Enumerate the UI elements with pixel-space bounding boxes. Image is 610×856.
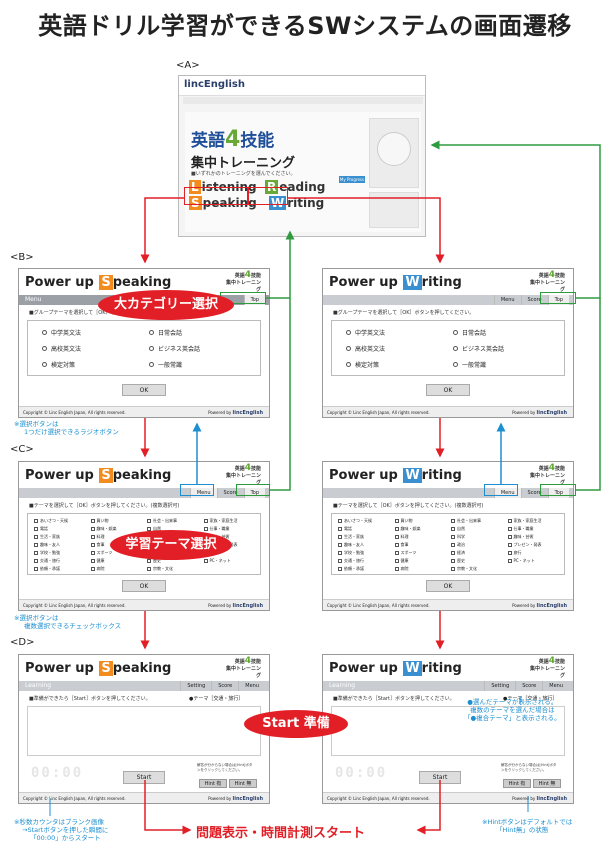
arrow-c-top-back-left (270, 298, 290, 490)
arrow-top-back-right (432, 145, 600, 298)
label-big-category: 大カテゴリー選択 (98, 290, 234, 320)
note-counter: ※秒数カウンタはブランク画像→Startボタンを押した瞬間に「00:00」からス… (14, 818, 108, 842)
label-theme-select: 学習テーマ選択 (110, 530, 232, 560)
note-radio: ※選択ボタンは1つだけ選択できるラジオボタン (14, 420, 119, 436)
arrow-top-back-left (266, 232, 290, 298)
arrow-a-to-b-writing (288, 198, 440, 262)
note-theme: ●選んだテーマが表示される。複数のテーマを選んだ場合は「●複合テーマ」と表示され… (464, 698, 561, 722)
arrow-start-right (418, 780, 440, 830)
label-start-prep: Start 準備 (244, 710, 348, 738)
note-check: ※選択ボタンは複数選択できるチェックボックス (14, 614, 121, 630)
arrow-start-left (145, 780, 190, 830)
arrow-a-to-b-speaking (145, 198, 184, 262)
arrow-c-top-back-right (576, 298, 600, 490)
note-hint: ※Hintボタンはデフォルトでは「Hint無」の状態 (482, 818, 572, 834)
label-flow-start: 問題表示・時間計測スタート (196, 822, 365, 841)
